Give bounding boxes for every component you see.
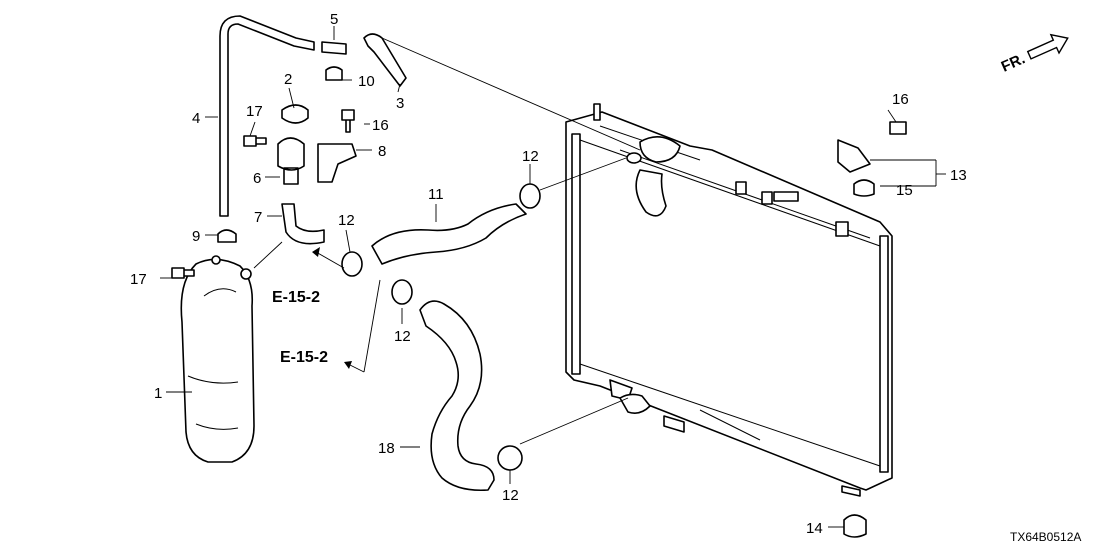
- callout-12-middle: 12: [394, 328, 411, 345]
- callout-16-right: 16: [892, 91, 909, 108]
- callout-16-upper: 16: [372, 117, 389, 134]
- callout-13: 13: [950, 167, 967, 184]
- front-direction-indicator: FR.: [999, 33, 1069, 76]
- mount-cushion-15: [853, 179, 875, 197]
- reservoir-tank: [180, 255, 255, 463]
- hose-clamp-lower: [497, 445, 523, 471]
- overflow-hose-3: [363, 33, 407, 87]
- callout-10: 10: [358, 73, 375, 90]
- bolt-17-lower: [171, 267, 195, 279]
- hose-clip: [325, 66, 343, 81]
- reservoir-bracket: [317, 143, 357, 183]
- hose-clamp-middle: [391, 279, 413, 305]
- callout-17-upper: 17: [246, 103, 263, 120]
- figure-code: TX64B0512A: [1010, 530, 1081, 544]
- front-arrow-icon: [1026, 33, 1069, 60]
- callout-18: 18: [378, 440, 395, 457]
- callout-12-upper-left: 12: [338, 212, 355, 229]
- hose-clamp-upper-right: [519, 183, 541, 209]
- section-ref-upper: E-15-2: [272, 289, 320, 306]
- filler-neck: [277, 137, 305, 185]
- callout-8: 8: [378, 143, 386, 160]
- callout-5: 5: [330, 11, 338, 28]
- callout-17-lower: 17: [130, 271, 147, 288]
- callout-9: 9: [192, 228, 200, 245]
- callout-12-lower: 12: [502, 487, 519, 504]
- bolt-16-upper: [341, 109, 355, 133]
- section-ref-lower: E-15-2: [280, 349, 328, 366]
- callout-7: 7: [254, 209, 262, 226]
- lower-radiator-hose: [419, 300, 495, 492]
- upper-radiator-hose: [371, 203, 527, 265]
- leader-lines: [160, 26, 946, 528]
- front-label: FR.: [999, 50, 1028, 75]
- bolt-17-upper: [243, 135, 267, 147]
- ref-arrow-upper: [312, 247, 320, 257]
- hose-joint: [321, 41, 347, 55]
- callout-2: 2: [284, 71, 292, 88]
- callout-12-upper-right: 12: [522, 148, 539, 165]
- hose-clamp-upper-left: [341, 251, 363, 277]
- callout-14: 14: [806, 520, 823, 537]
- callout-6: 6: [253, 170, 261, 187]
- bolt-16-right: [889, 121, 907, 135]
- grommet-9: [217, 229, 237, 243]
- callout-15: 15: [896, 182, 913, 199]
- mount-cushion-14: [843, 514, 867, 538]
- mount-bracket-13: [837, 139, 871, 173]
- ref-arrow-lower: [344, 361, 352, 369]
- overflow-tube: [219, 15, 315, 217]
- callout-4: 4: [192, 110, 200, 127]
- reservoir-cap: [281, 104, 309, 124]
- callout-3: 3: [396, 95, 404, 112]
- callout-1: 1: [154, 385, 162, 402]
- reservoir-hose: [281, 203, 325, 245]
- callout-11: 11: [428, 186, 444, 203]
- radiator: [565, 103, 893, 497]
